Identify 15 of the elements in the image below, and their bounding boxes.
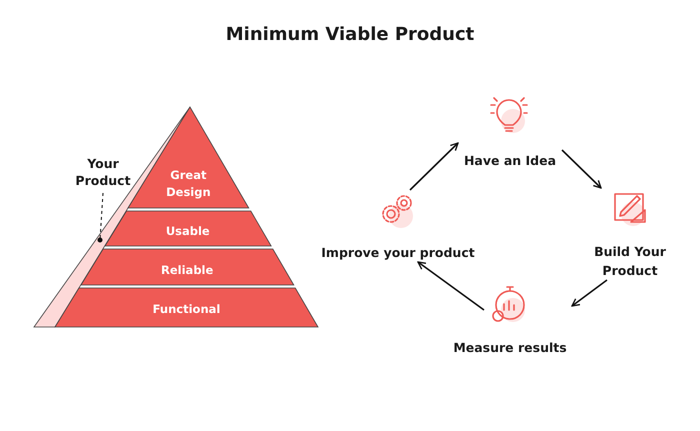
- tier-label: Great Design: [165, 167, 212, 201]
- step-label: Build Your Product: [593, 243, 667, 280]
- tier-label: Reliable: [160, 262, 214, 279]
- arrow: [571, 279, 608, 307]
- leader-line: [98, 192, 104, 242]
- arrow: [417, 261, 484, 311]
- arrow: [409, 142, 459, 191]
- arrow: [561, 149, 602, 189]
- tier-label: Functional: [152, 301, 222, 318]
- step-label: Have an Idea: [462, 152, 558, 170]
- step-label: Measure results: [452, 339, 568, 357]
- annotation-label: Your Product: [74, 155, 132, 189]
- diagram-title: Minimum Viable Product: [224, 24, 476, 45]
- step-label: Improve your product: [320, 244, 476, 262]
- tier-label: Usable: [164, 223, 211, 240]
